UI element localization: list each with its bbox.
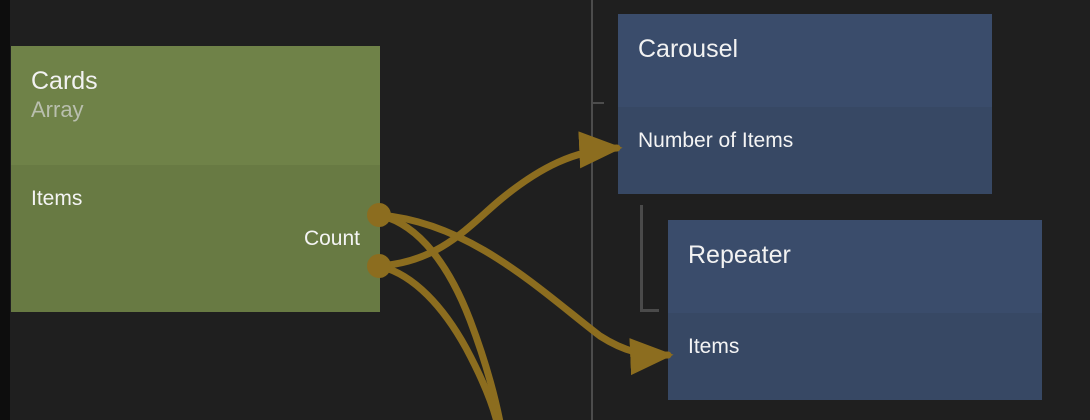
port-dot-count[interactable] [367,254,391,278]
wire-items-offscreen-below [375,211,504,420]
group-bracket [640,205,659,312]
node-carousel-title: Carousel [638,35,739,63]
port-label-items: Items [31,187,83,210]
port-label-repeater-items: Items [688,335,740,358]
node-repeater-header[interactable]: Repeater [668,220,1042,313]
node-repeater[interactable]: Repeater Items [668,220,1042,400]
wire-count-offscreen-below [375,262,501,420]
node-cards[interactable]: Cards Array Items Count [11,46,380,312]
port-label-number-of-items: Number of Items [638,129,794,152]
node-cards-title: Cards [31,67,98,95]
node-cards-body: Items Count [11,165,380,312]
port-row-items[interactable]: Items [31,179,360,219]
vertical-guide-line [591,0,593,420]
wire-items-to-repeater-items [375,211,674,376]
port-row-number-of-items[interactable]: Number of Items [638,121,972,161]
node-repeater-title: Repeater [688,241,791,269]
port-row-count[interactable]: Count [31,219,360,259]
port-row-repeater-items[interactable]: Items [688,327,1022,367]
wire-count-to-number-of-items [375,131,623,270]
node-cards-header[interactable]: Cards Array [11,46,380,165]
node-carousel-body: Number of Items [618,107,992,194]
node-carousel-header[interactable]: Carousel [618,14,992,107]
node-cards-subtitle: Array [31,96,84,122]
port-label-count: Count [303,227,360,250]
port-dot-items[interactable] [367,203,391,227]
node-repeater-body: Items [668,313,1042,400]
canvas-left-gutter [0,0,10,420]
node-carousel[interactable]: Carousel Number of Items [618,14,992,194]
guide-tick-mark [593,102,604,104]
